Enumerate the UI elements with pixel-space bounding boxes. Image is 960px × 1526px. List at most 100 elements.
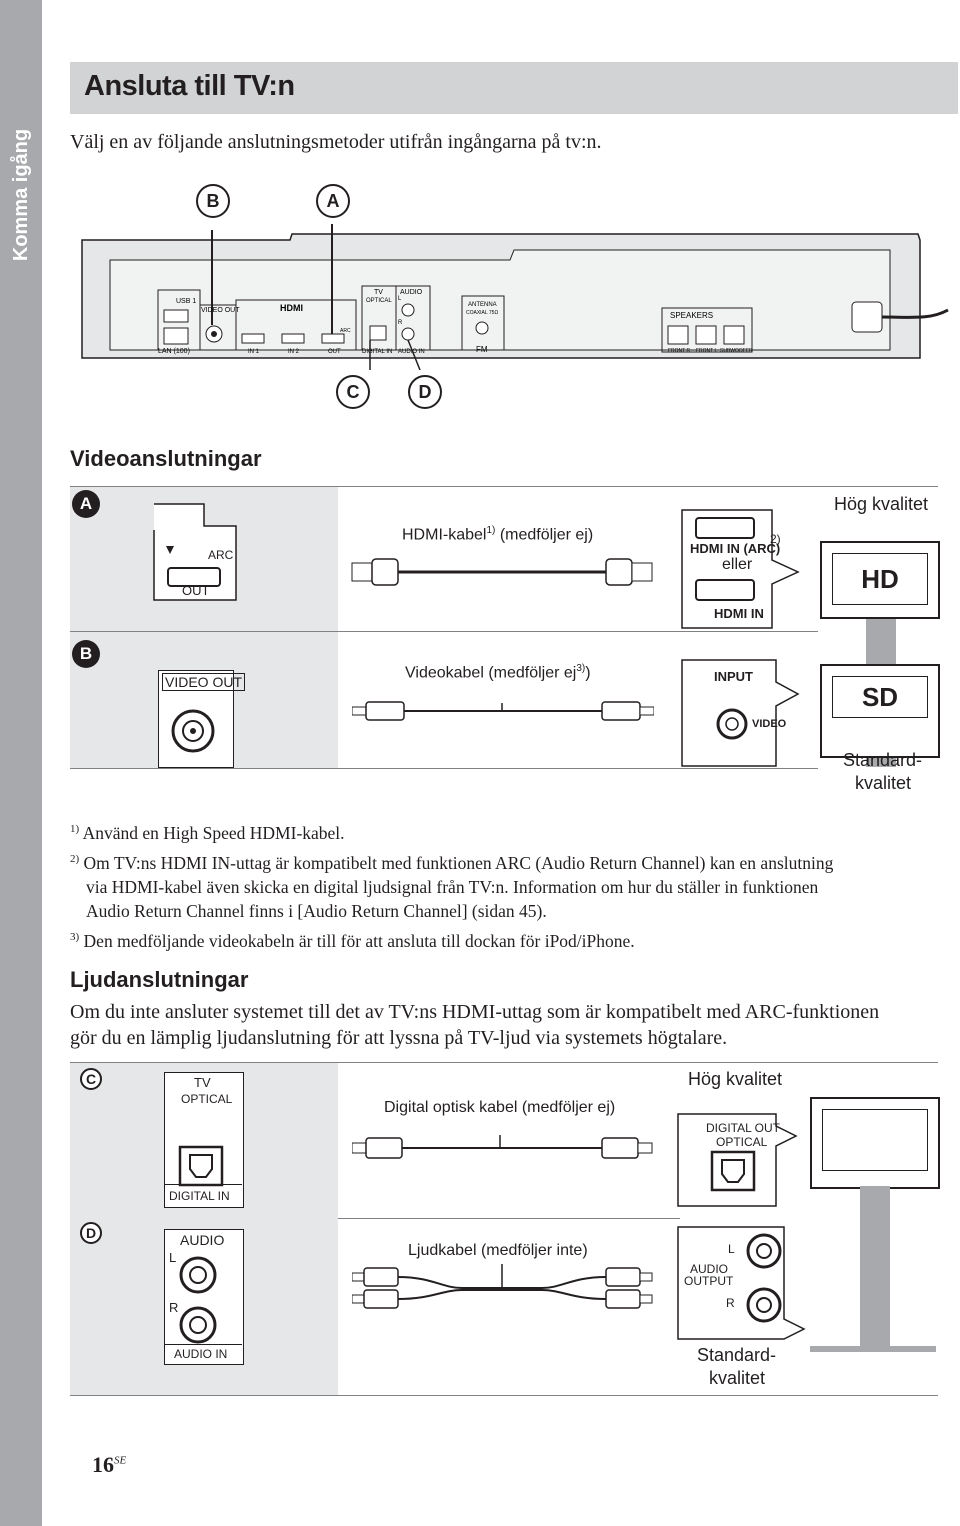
audio-std-2: kvalitet [709, 1368, 766, 1388]
callout-c: C [336, 375, 370, 409]
video-std-2: kvalitet [855, 773, 912, 793]
callout-b: B [196, 184, 230, 218]
title-bar [70, 62, 958, 114]
coaxial-label: COAXIAL 75Ω [466, 310, 498, 316]
tv-sd: SD [820, 664, 940, 758]
audio-divider [164, 1344, 242, 1345]
audio-cable [352, 1264, 653, 1309]
digital-out-panel [677, 1113, 798, 1207]
front-r-label: FRONT R [668, 348, 691, 354]
audio-rule-bottom [70, 1395, 938, 1396]
callout-a: A [316, 184, 350, 218]
tv-hd: HD [820, 541, 940, 619]
audio-tv-stand [860, 1186, 890, 1346]
audio-in-jacks [179, 1256, 217, 1344]
antenna-label: ANTENNA [468, 302, 497, 308]
d-l-label: L [169, 1250, 177, 1265]
footnotes: 1) Använd en High Speed HDMI-kabel. 2) O… [70, 817, 950, 952]
footnote-1: 1) Använd en High Speed HDMI-kabel. [70, 822, 345, 843]
input-label: INPUT [714, 669, 753, 684]
audio-rule-top [70, 1062, 938, 1063]
tv-hdmi-in-label: HDMI IN [714, 606, 764, 621]
rule-bottom [70, 768, 818, 769]
rear-panel-diagram: USB 1 LAN (100) VIDEO OUT HDMI IN 1 IN 2… [81, 224, 949, 370]
rule-top [70, 486, 938, 487]
port-arc-label: ARC [208, 548, 234, 562]
fm-label: FM [476, 345, 488, 354]
lan-label: LAN (100) [158, 348, 190, 355]
audio-out-panel [677, 1226, 806, 1340]
tv-video-input-panel [681, 659, 800, 767]
footnote-2: 2) Om TV:ns HDMI IN-uttag är kompatibelt… [70, 852, 834, 921]
side-tab-label: Komma igång [10, 128, 32, 262]
video-hq-label: Hög kvalitet [834, 494, 929, 514]
intro-text: Välj en av följande anslutningsmetoder u… [70, 131, 602, 153]
tv-hdmi-in-arc-label: HDMI IN (ARC) [690, 541, 781, 556]
audio-tv-screen [822, 1109, 928, 1171]
tv-hdmi-panel [681, 509, 800, 629]
callout-d: D [408, 375, 442, 409]
audio-tv-base [810, 1346, 936, 1352]
l-label: L [398, 296, 402, 302]
c-optical-label: OPTICAL [181, 1092, 233, 1106]
audio-in-label: AUDIO IN [398, 349, 425, 355]
tv-hdmi-in-arc-sup: 2) [770, 532, 781, 546]
audio-tv [810, 1097, 940, 1189]
video-std-1: Standard- [843, 750, 923, 770]
footnote-3: 3) Den medföljande videokabeln är till f… [70, 930, 635, 951]
page-number: 16SE [92, 1452, 127, 1477]
audio-rule-mid [70, 1218, 680, 1219]
tv-hd-screen: HD [832, 553, 928, 605]
front-l-label: FRONT L [696, 348, 718, 354]
dout-label-2: OPTICAL [716, 1135, 768, 1149]
page-title: Ansluta till TV:n [84, 70, 295, 102]
hdmi-out-port [153, 503, 237, 601]
rule-mid [70, 631, 818, 632]
c-digital-in-label: DIGITAL IN [169, 1189, 230, 1203]
video-cable [352, 701, 654, 721]
label-d: D [80, 1222, 102, 1244]
in2-label: IN 2 [288, 349, 300, 355]
label-b: B [72, 640, 100, 668]
audio-label: AUDIO [400, 289, 423, 296]
subwoofer-label: SUBWOOFER [720, 348, 753, 354]
digital-in-label: DIGITAL IN [362, 349, 392, 355]
port-out-label: OUT [182, 583, 210, 598]
audio-hq-label: Hög kvalitet [688, 1069, 783, 1089]
label-c: C [80, 1068, 102, 1090]
video-out-port-label: VIDEO OUT [162, 673, 246, 691]
r-label: R [398, 320, 403, 326]
d-audio-in-label: AUDIO IN [174, 1347, 228, 1361]
arc-label: ARC [340, 328, 351, 334]
hdmi-cable [351, 558, 653, 586]
optical-label: OPTICAL [366, 298, 392, 304]
audio-heading: Ljudanslutningar [70, 967, 249, 992]
video-heading: Videoanslutningar [70, 446, 262, 471]
audio-std-1: Standard- [697, 1345, 777, 1365]
tv-label: TV [374, 289, 383, 296]
video-jack [171, 709, 215, 753]
in1-label: IN 1 [248, 349, 260, 355]
side-tab [0, 0, 42, 1526]
or-label: eller [722, 556, 753, 573]
usb-label: USB 1 [176, 298, 196, 305]
optical-divider [164, 1184, 242, 1185]
out-r-label: R [726, 1296, 735, 1310]
speakers-label: SPEAKERS [670, 311, 713, 320]
optical-jack [178, 1145, 224, 1187]
out-label-1: AUDIO [690, 1262, 729, 1276]
tv-stand-1 [866, 618, 896, 668]
audio-cable-label: Ljudkabel (medföljer inte) [408, 1242, 588, 1259]
video-cable-label: Videokabel (medföljer ej3)) [405, 663, 591, 682]
out-l-label: L [728, 1242, 735, 1256]
tv-stand-2 [866, 755, 896, 767]
hdmi-logo: HDMI [280, 303, 303, 313]
video-label: VIDEO [752, 718, 787, 730]
d-audio-label: AUDIO [180, 1232, 225, 1248]
optical-cable-label: Digital optisk kabel (medföljer ej) [384, 1099, 616, 1116]
label-a: A [72, 490, 100, 518]
c-tv-label: TV [194, 1075, 211, 1090]
out-label-2: OUTPUT [684, 1274, 734, 1288]
hdmi-cable-label: HDMI-kabel1) (medföljer ej) [402, 525, 594, 544]
tv-sd-screen: SD [832, 676, 928, 718]
